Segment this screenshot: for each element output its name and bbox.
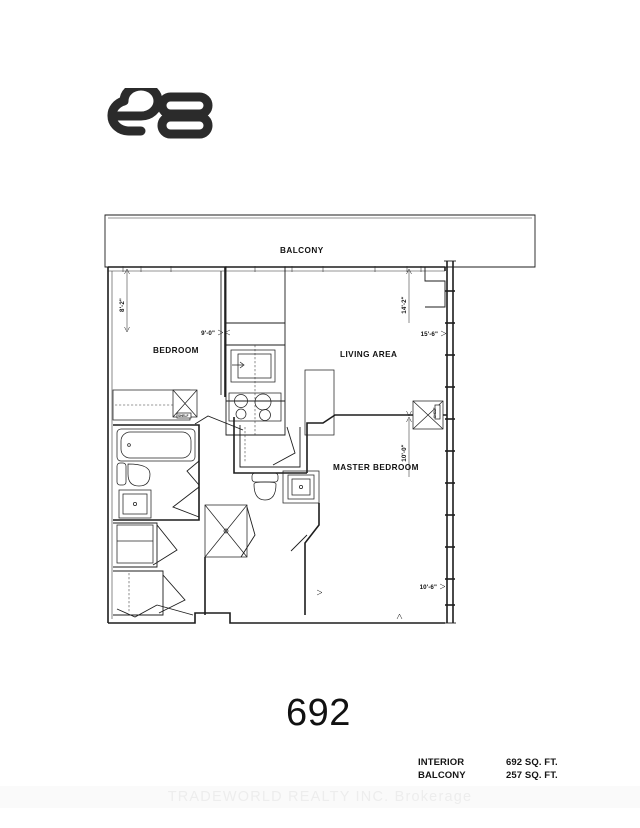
master-closet: SHELF <box>412 400 444 430</box>
area-value-interior: 692 SQ. FT. <box>506 757 558 768</box>
dimension-living-width <box>440 330 447 337</box>
shower-icon-master <box>204 504 256 558</box>
area-schedule: INTERIOR 692 SQ. FT. BALCONY 257 SQ. FT. <box>418 756 618 782</box>
dimension-label-bedroom-width: 9'-0" <box>201 330 215 337</box>
suite-envelope <box>107 260 456 624</box>
kitchen-sink-icon <box>230 349 276 383</box>
master-ensuite <box>204 470 320 615</box>
room-label-bedroom: BEDROOM <box>153 346 199 355</box>
dimension-label-bedroom-depth: 8'-2" <box>119 298 126 312</box>
bedroom-partition <box>220 267 226 397</box>
room-label-living-area: LIVING AREA <box>340 350 397 359</box>
e8-logo <box>100 88 230 144</box>
bedroom-closet: SHELF <box>112 389 198 421</box>
unit-number: 692 <box>286 692 351 734</box>
cooktop-icon <box>228 392 282 422</box>
living-area-furniture-block <box>304 369 335 436</box>
kitchen <box>225 267 286 436</box>
area-row-balcony: BALCONY 257 SQ. FT. <box>418 769 618 782</box>
room-label-balcony: BALCONY <box>280 246 324 255</box>
area-label-interior: INTERIOR <box>418 757 465 768</box>
dimension-master-width <box>316 583 446 620</box>
toilet-icon-master <box>251 472 279 501</box>
toilet-icon-main <box>116 462 151 487</box>
laundry-storage <box>113 522 194 618</box>
main-bathroom <box>113 424 200 521</box>
dimension-label-living-depth: 14'-2" <box>401 296 408 313</box>
area-label-balcony: BALCONY <box>418 770 466 781</box>
dimension-bedroom-width <box>217 329 231 336</box>
bathtub-icon <box>116 428 196 462</box>
dimension-bedroom-depth <box>124 268 130 333</box>
area-row-interior: INTERIOR 692 SQ. FT. <box>418 756 618 769</box>
dimension-master-depth <box>406 410 412 477</box>
area-value-balcony: 257 SQ. FT. <box>506 770 558 781</box>
floor-plan-drawing: BALCONY B <box>95 205 545 635</box>
vanity-icon-master <box>282 470 320 504</box>
bedroom-closet-tag: SHELF <box>178 414 189 418</box>
dimension-label-master-width: 10'-6" <box>420 584 437 591</box>
vanity-icon-main <box>118 489 152 519</box>
dimension-label-living-width: 15'-6" <box>421 331 438 338</box>
room-label-master-bedroom: MASTER BEDROOM <box>333 463 419 472</box>
dimension-label-master-depth: 10'-0" <box>401 444 408 461</box>
balcony-outline <box>104 214 536 268</box>
master-closet-tag: SHELF <box>433 407 437 418</box>
dimension-living-depth <box>406 268 412 323</box>
door-swing-hall <box>194 415 244 431</box>
brokerage-watermark: TRADEWORLD REALTY INC. Brokerage <box>0 786 640 808</box>
